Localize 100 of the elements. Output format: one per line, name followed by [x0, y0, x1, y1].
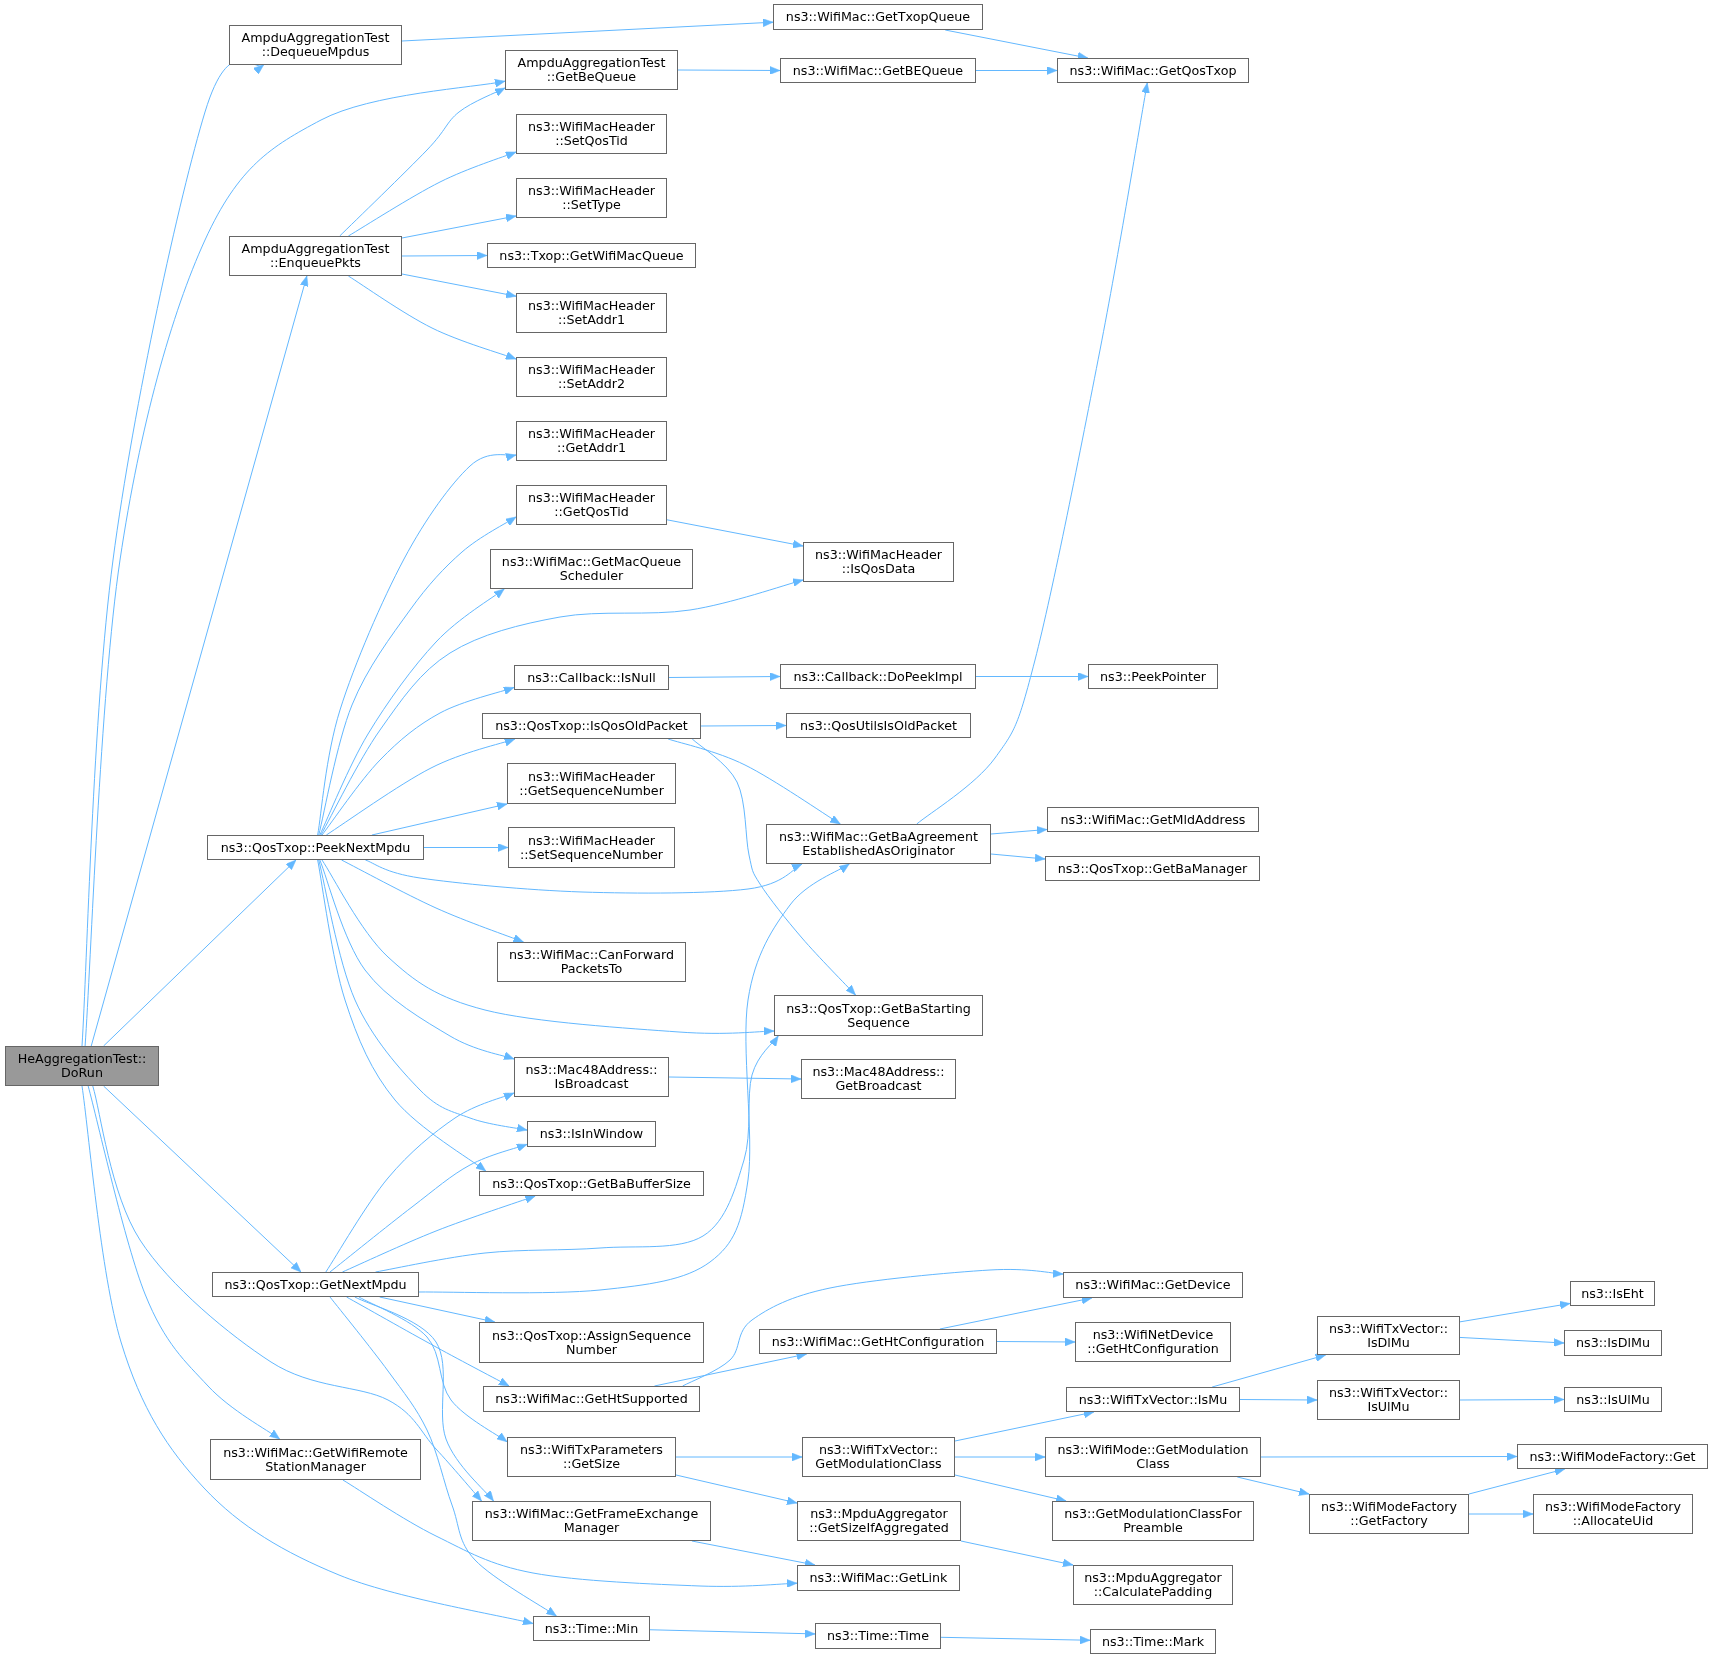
arrow [700, 721, 787, 730]
function-name: ns3::WifiTxVector:: GetModulationClass [814, 1443, 943, 1471]
function-box [212, 1272, 419, 1297]
arrow [675, 1452, 803, 1462]
function-name: ns3::Time::Min [544, 1621, 639, 1636]
arrow [666, 519, 804, 549]
function-name: ns3::Txop::GetWifiMacQueue [499, 248, 684, 263]
arrow [954, 1452, 1046, 1462]
function-name: ns3::GetModulationClassFor Preamble [1063, 1507, 1243, 1535]
function-box [1533, 1494, 1693, 1534]
arrow [667, 738, 841, 825]
arrow [1468, 1467, 1566, 1495]
function-name: ns3::WifiMacHeader ::SetType [527, 184, 656, 212]
arrow [320, 578, 804, 836]
arrow [358, 1296, 508, 1443]
function-box [229, 25, 402, 65]
function-box [490, 549, 693, 589]
function-box [508, 827, 675, 868]
function-name: ns3::WifiMacHeader ::IsQosData [814, 548, 943, 576]
arrow [954, 1474, 1067, 1503]
function-name: ns3::Callback::IsNull [527, 670, 656, 685]
function-name: ns3::MpduAggregator ::CalculatePadding [1083, 1571, 1223, 1599]
function-box [527, 1121, 656, 1147]
function-name: ns3::MpduAggregator ::GetSizeIfAggregated [808, 1507, 950, 1535]
function-box [1075, 1322, 1231, 1362]
function-name: ns3::QosTxop::GetBaManager [1057, 861, 1248, 876]
arrow [341, 859, 524, 943]
function-box [507, 763, 676, 804]
arrow [103, 1085, 302, 1273]
function-name: ns3::WifiMac::GetMldAddress [1060, 812, 1246, 827]
function-name: ns3::WifiMac::GetTxopQueue [785, 10, 971, 24]
arrow [1459, 1300, 1571, 1323]
function-box [1045, 1437, 1261, 1477]
arrow [317, 452, 517, 836]
function-name: ns3::WifiModeFactory ::GetFactory [1320, 1500, 1458, 1528]
arrow [401, 251, 488, 260]
function-box [505, 50, 678, 90]
function-box [479, 1322, 704, 1363]
function-box [1088, 664, 1218, 689]
function-box [1057, 58, 1249, 83]
function-name: ns3::WifiTxVector::IsMu [1078, 1392, 1228, 1407]
function-box [1073, 1565, 1233, 1605]
arrow [329, 1143, 528, 1273]
function-box [472, 1501, 711, 1541]
arrow [996, 1337, 1076, 1347]
function-name: ns3::IsEht [1581, 1286, 1644, 1301]
function-box [1090, 1629, 1216, 1654]
arrow [103, 859, 297, 1047]
arrow [319, 588, 505, 836]
function-name: ns3::Callback::DoPeekImpl [793, 669, 963, 684]
arrow [975, 672, 1089, 681]
function-name: ns3::WifiMac::GetHtSupported [495, 1392, 688, 1406]
function-box [483, 1386, 700, 1412]
arrow [1239, 1395, 1318, 1405]
function-name: ns3::QosTxop::IsQosOldPacket [495, 719, 688, 733]
arrow [675, 1474, 798, 1505]
arrow [1459, 1395, 1565, 1404]
function-box [1052, 1501, 1254, 1541]
function-name: ns3::QosTxop::GetBaBufferSize [492, 1176, 691, 1191]
arrow [418, 863, 850, 1294]
function-box [780, 58, 976, 83]
arrow [401, 273, 517, 299]
function-name: ns3::IsDlMu [1576, 1336, 1650, 1350]
function-name: ns3::IsInWindow [539, 1127, 644, 1141]
arrow [649, 1629, 816, 1638]
function-name: ns3::QosTxop::GetNextMpdu [224, 1277, 407, 1292]
function-box [516, 421, 667, 461]
function-box [1066, 1387, 1240, 1412]
function-name: ns3::WifiMacHeader ::GetQosTid [527, 491, 656, 519]
function-name: ns3::WifiMac::GetQosTxop [1069, 63, 1237, 78]
function-box [780, 664, 976, 689]
function-box [516, 114, 667, 154]
arrow [990, 853, 1046, 863]
function-box [533, 1616, 650, 1641]
arrow [1236, 1476, 1310, 1496]
arrow [346, 1296, 510, 1387]
arrow [401, 213, 517, 239]
function-box [759, 1329, 997, 1354]
function-name: ns3::WifiTxVector:: IsUlMu [1327, 1386, 1450, 1414]
function-name: HeAggregationTest:: DoRun [16, 1052, 148, 1080]
function-box [507, 1437, 676, 1477]
function-name: ns3::QosUtilsIsOldPacket [800, 718, 957, 733]
arrow [960, 1540, 1074, 1568]
function-name: ns3::Time::Mark [1101, 1634, 1205, 1649]
function-box [1317, 1380, 1460, 1420]
arrow [668, 672, 781, 681]
function-box [1564, 1387, 1662, 1412]
function-box [516, 293, 667, 333]
arrow [375, 1035, 779, 1273]
arrow [371, 802, 508, 836]
function-box [479, 1171, 704, 1196]
arrow [325, 1092, 515, 1273]
function-name: ns3::WifiModeFactory::Get [1529, 1449, 1696, 1464]
highlighted-function-box [5, 1046, 159, 1086]
arrow [321, 686, 515, 836]
arrow [1260, 1452, 1518, 1461]
function-box [786, 713, 971, 738]
function-name: ns3::WifiMac::GetHtConfiguration [771, 1334, 985, 1349]
function-name: ns3::IsUlMu [1576, 1392, 1650, 1407]
function-name: ns3::WifiMac::GetWifiRemote StationManager [222, 1445, 409, 1474]
